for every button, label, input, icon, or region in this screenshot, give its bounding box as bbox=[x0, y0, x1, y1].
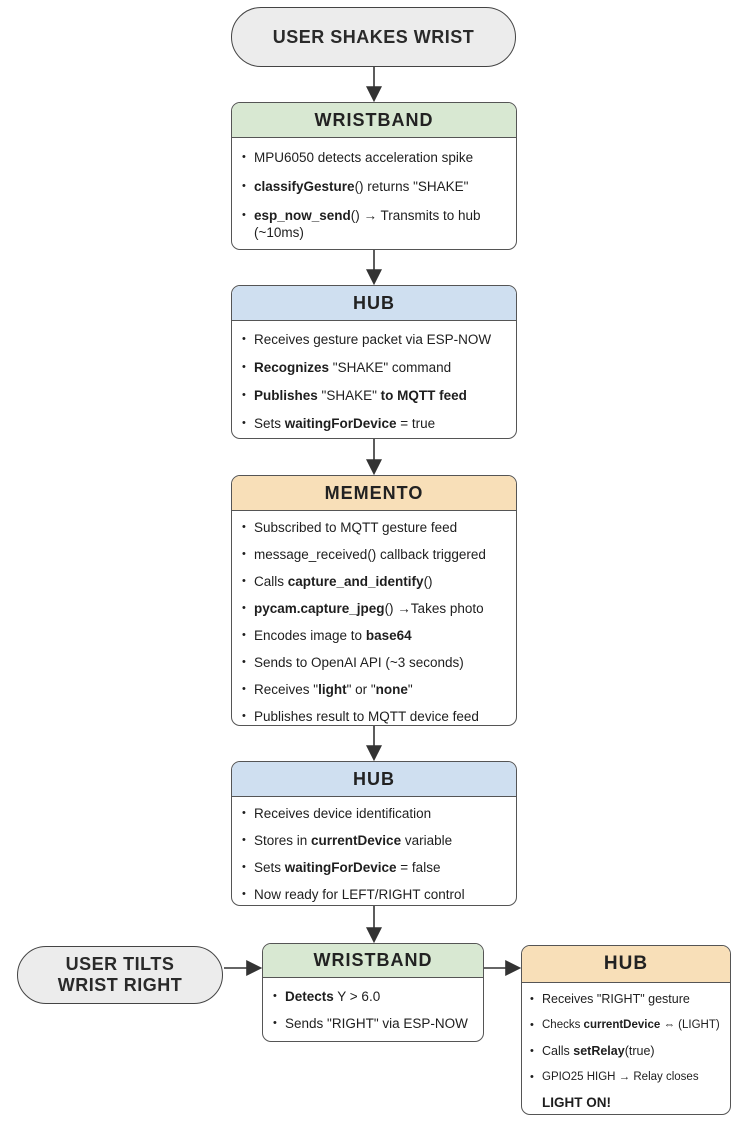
step-item: esp_now_send() → Transmits to hub (~10ms… bbox=[240, 207, 508, 241]
step-item: Sets waitingForDevice = false bbox=[240, 859, 508, 876]
wristband-steps: MPU6050 detects acceleration spike class… bbox=[232, 138, 516, 241]
wristband-tilt-steps: Detects Y > 6.0 Sends "RIGHT" via ESP-NO… bbox=[263, 978, 483, 1032]
step-item: MPU6050 detects acceleration spike bbox=[240, 149, 508, 166]
step-item: Sets waitingForDevice = true bbox=[240, 415, 508, 432]
tilt-label-line1: USER TILTS bbox=[65, 954, 175, 974]
memento-header: MEMENTO bbox=[232, 476, 516, 511]
step-item: Sends to OpenAI API (~3 seconds) bbox=[240, 654, 508, 671]
step-item: pycam.capture_jpeg() →Takes photo bbox=[240, 600, 508, 617]
start-label: USER SHAKES WRIST bbox=[272, 26, 475, 47]
hub-final-header: HUB bbox=[522, 946, 730, 983]
hub-device-box: HUB Receives device identification Store… bbox=[231, 761, 517, 906]
step-item: classifyGesture() returns "SHAKE" bbox=[240, 178, 508, 195]
hub-box: HUB Receives gesture packet via ESP-NOW … bbox=[231, 285, 517, 439]
step-item: Receives gesture packet via ESP-NOW bbox=[240, 331, 508, 348]
tilt-node: USER TILTS WRIST RIGHT bbox=[17, 946, 223, 1004]
step-item: Receives device identification bbox=[240, 805, 508, 822]
step-item: Now ready for LEFT/RIGHT control bbox=[240, 886, 508, 903]
step-item: Receives "RIGHT" gesture bbox=[528, 991, 724, 1008]
step-item: Publishes result to MQTT device feed bbox=[240, 708, 508, 725]
step-item: Checks currentDevice ⇔ (LIGHT) bbox=[528, 1017, 724, 1034]
step-item: Encodes image to base64 bbox=[240, 627, 508, 644]
start-node: USER SHAKES WRIST bbox=[231, 7, 516, 67]
step-item: Calls capture_and_identify() bbox=[240, 573, 508, 590]
light-on-result: LIGHT ON! bbox=[542, 1095, 611, 1110]
wristband-header: WRISTBAND bbox=[232, 103, 516, 138]
hub-final-box: HUB Receives "RIGHT" gesture Checks curr… bbox=[521, 945, 731, 1115]
hub-final-steps: Receives "RIGHT" gesture Checks currentD… bbox=[522, 983, 730, 1111]
step-item: Publishes "SHAKE" to MQTT feed bbox=[240, 387, 508, 404]
wristband-box: WRISTBAND MPU6050 detects acceleration s… bbox=[231, 102, 517, 250]
step-item: GPIO25 HIGH → Relay closes bbox=[528, 1069, 724, 1086]
wristband-tilt-box: WRISTBAND Detects Y > 6.0 Sends "RIGHT" … bbox=[262, 943, 484, 1042]
tilt-label-line2: WRIST RIGHT bbox=[57, 975, 183, 995]
hub-steps: Receives gesture packet via ESP-NOW Reco… bbox=[232, 321, 516, 432]
wristband-tilt-header: WRISTBAND bbox=[263, 944, 483, 978]
step-item: Recognizes "SHAKE" command bbox=[240, 359, 508, 376]
hub-device-steps: Receives device identification Stores in… bbox=[232, 797, 516, 903]
memento-steps: Subscribed to MQTT gesture feed message_… bbox=[232, 511, 516, 725]
step-item: Receives "light" or "none" bbox=[240, 681, 508, 698]
hub-device-header: HUB bbox=[232, 762, 516, 797]
step-item: Detects Y > 6.0 bbox=[271, 988, 475, 1005]
memento-box: MEMENTO Subscribed to MQTT gesture feed … bbox=[231, 475, 517, 726]
step-item: Sends "RIGHT" via ESP-NOW bbox=[271, 1015, 475, 1032]
step-item: Stores in currentDevice variable bbox=[240, 832, 508, 849]
hub-header: HUB bbox=[232, 286, 516, 321]
step-item: Calls setRelay(true) bbox=[528, 1043, 724, 1060]
step-item: message_received() callback triggered bbox=[240, 546, 508, 563]
step-item: Subscribed to MQTT gesture feed bbox=[240, 519, 508, 536]
